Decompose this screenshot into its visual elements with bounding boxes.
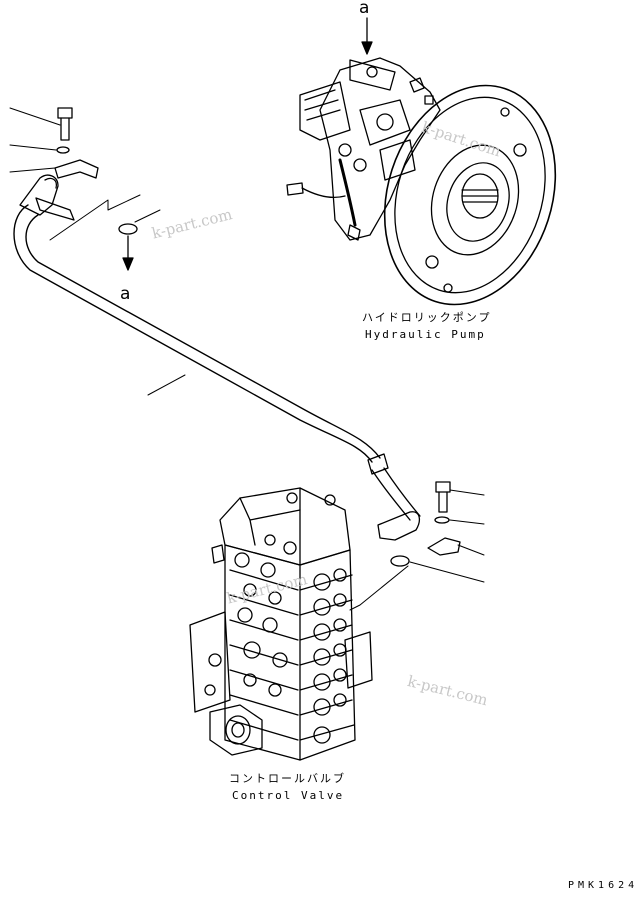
- pipe-hardware-right: [390, 481, 461, 567]
- pump-ref-arrow: [361, 17, 373, 55]
- hydraulic-pipe: [13, 174, 421, 541]
- pump-ref-mark: a: [359, 0, 370, 18]
- leader-lines-right: [349, 489, 485, 611]
- valve-label-en: Control Valve: [232, 789, 345, 802]
- pump-label-en: Hydraulic Pump: [365, 328, 486, 341]
- pump-label-jp: ハイドロリックポンプ: [362, 311, 492, 324]
- valve-label-jp: コントロールバルブ: [229, 772, 346, 785]
- pipe-ref-arrow: [122, 235, 134, 271]
- pipe-hardware-left: [54, 107, 138, 235]
- leader-lines-left: [9, 107, 186, 396]
- drawing-code: PMK1624: [568, 880, 639, 891]
- hydraulic-pump: [286, 57, 557, 306]
- control-valve: [189, 487, 373, 761]
- pipe-ref-mark: a: [120, 284, 131, 304]
